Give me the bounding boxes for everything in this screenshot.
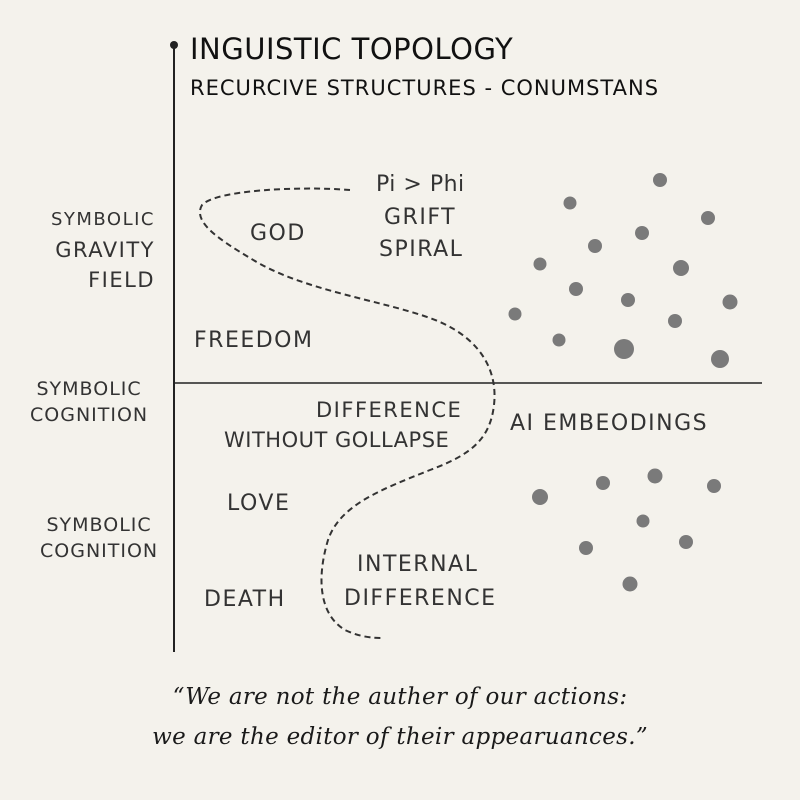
embedding-dot — [621, 293, 635, 307]
axis-label-line: FIELD — [88, 268, 155, 292]
embedding-dot — [679, 535, 693, 549]
concept-freedom: FREEDOM — [194, 328, 314, 353]
cluster-label-ai-embeddings: AI EMBEODINGS — [510, 411, 709, 436]
concept-internal: INTERNAL — [357, 552, 479, 577]
quote-line-2: we are the editor of their appearuances.… — [152, 724, 648, 750]
axis-label-line: SYMBOLIC — [46, 514, 152, 536]
axis-label-symbolic-cognition-middle: SYMBOLIC COGNITION — [30, 376, 148, 428]
embedding-dot — [552, 333, 566, 347]
concept-love: LOVE — [227, 491, 291, 516]
concept-grift: GRIFT — [384, 205, 457, 230]
embedding-dot — [701, 211, 715, 225]
axis-label-symbolic-gravity-field: SYMBOLIC GRAVITY FIELD — [51, 205, 155, 295]
diagram-subtitle: RECURCIVE STRUCTURES - CONUMSTANS — [190, 76, 660, 100]
embedding-dot — [653, 173, 667, 187]
embedding-dots — [508, 173, 738, 592]
axis-label-line: GRAVITY — [55, 238, 155, 262]
axis-label-line: COGNITION — [30, 404, 149, 426]
embedding-dot — [532, 489, 548, 505]
concept-god: GOD — [250, 221, 306, 246]
embedding-dot — [569, 282, 583, 296]
embedding-dot — [707, 479, 721, 493]
concept-difference: DIFFERENCE — [316, 398, 463, 422]
embedding-dot — [722, 294, 738, 310]
axis-label-line: SYMBOLIC — [50, 209, 155, 230]
embedding-dot — [711, 350, 729, 368]
embedding-dot — [668, 314, 682, 328]
embedding-dot — [508, 307, 522, 321]
embedding-dot — [636, 514, 650, 528]
dashed-trajectory-curve — [199, 187, 496, 639]
quote-line-1: “We are not the auther of our actions: — [172, 684, 628, 710]
axis-label-symbolic-cognition-lower: SYMBOLIC COGNITION — [40, 512, 158, 564]
embedding-dot — [596, 476, 610, 490]
embedding-dot — [635, 226, 649, 240]
concept-spiral: SPIRAL — [379, 237, 464, 262]
axis-origin-dot — [170, 41, 178, 49]
concept-without-collapse: WITHOUT GOLLAPSE — [224, 428, 450, 452]
axis-label-line: COGNITION — [40, 540, 159, 562]
embedding-dot — [588, 239, 602, 253]
embedding-dot — [563, 196, 577, 210]
embedding-dot — [533, 257, 547, 271]
embedding-dot — [673, 260, 689, 276]
concept-internal-difference: DIFFERENCE — [344, 586, 497, 611]
embedding-dot — [647, 468, 663, 484]
embedding-dot — [622, 576, 638, 592]
embedding-dot — [614, 339, 634, 359]
embedding-dot — [579, 541, 593, 555]
diagram-title: INGUISTIC TOPOLOGY — [190, 32, 514, 66]
axis-label-line: SYMBOLIC — [36, 378, 142, 400]
concept-death: DEATH — [204, 587, 286, 612]
concept-pi-phi: Pi > Phi — [376, 172, 465, 197]
